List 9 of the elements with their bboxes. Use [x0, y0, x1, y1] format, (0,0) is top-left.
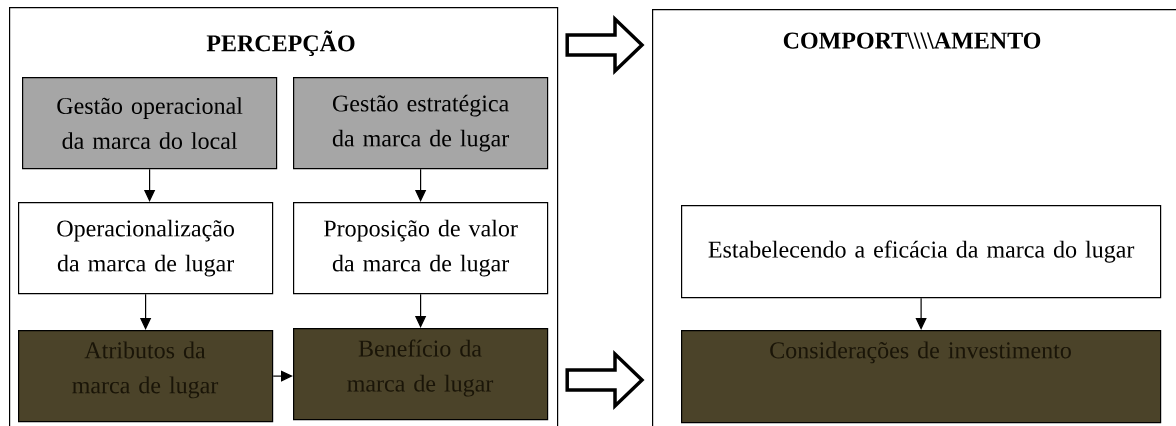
- arrow: [272, 370, 293, 382]
- process-box: Operacionalização da marca de lugar: [18, 202, 274, 295]
- block-arrow: [565, 14, 645, 76]
- process-box: Gestão operacional da marca do local: [22, 77, 278, 170]
- arrow: [915, 297, 927, 330]
- process-box: Estabelecendo a eficácia da marca do lugar: [681, 205, 1162, 299]
- process-box: Gestão estratégica da marca de lugar: [293, 77, 549, 170]
- block-arrow: [565, 349, 645, 411]
- process-box: Proposição de valor da marca de lugar: [293, 202, 549, 295]
